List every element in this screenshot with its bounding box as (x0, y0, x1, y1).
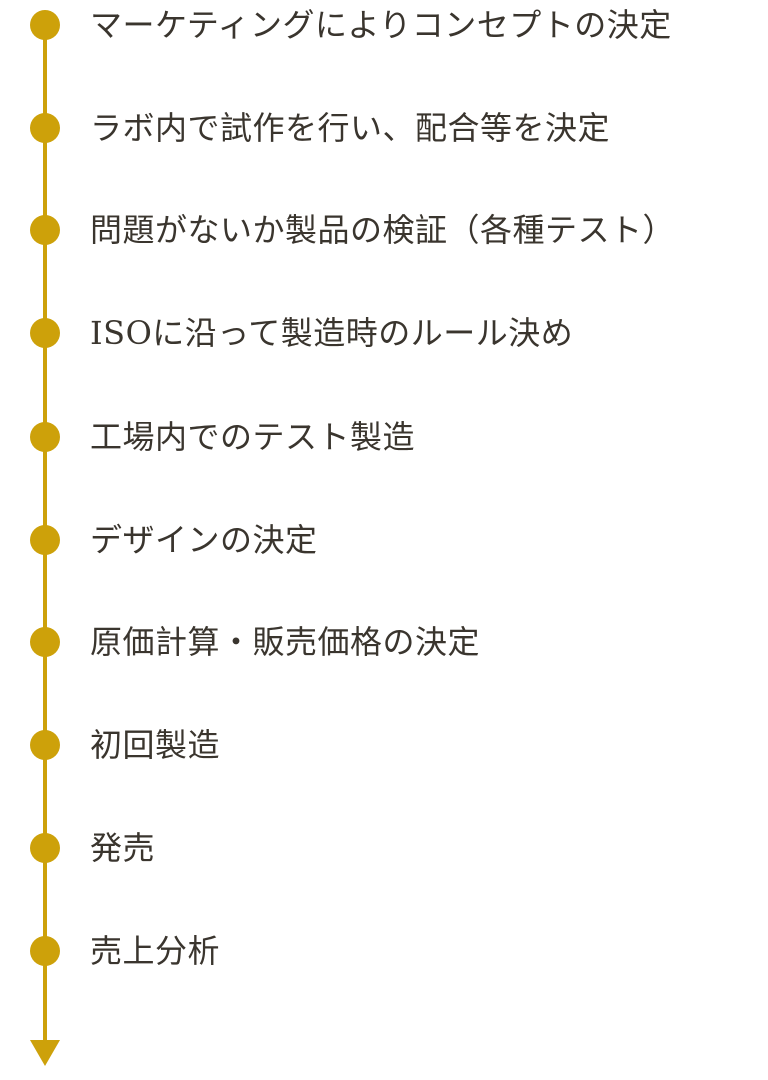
step-dot-icon (30, 318, 60, 348)
step-label: 原価計算・販売価格の決定 (90, 623, 481, 661)
step-label: 発売 (90, 829, 156, 867)
step-label: 初回製造 (90, 726, 221, 764)
step-label: ラボ内で試作を行い、配合等を決定 (90, 109, 611, 147)
step-dot-icon (30, 10, 60, 40)
step-dot-icon (30, 833, 60, 863)
step-dot-icon (30, 215, 60, 245)
step-label: 工場内でのテスト製造 (90, 418, 416, 456)
step-dot-icon (30, 422, 60, 452)
step-label: 売上分析 (90, 932, 221, 970)
step-label: マーケティングによりコンセプトの決定 (90, 6, 672, 44)
step-dot-icon (30, 525, 60, 555)
step-label: デザインの決定 (90, 521, 318, 559)
step-dot-icon (30, 730, 60, 760)
step-dot-icon (30, 627, 60, 657)
step-label: ISOに沿って製造時のルール決め (90, 314, 574, 352)
step-dot-icon (30, 113, 60, 143)
step-dot-icon (30, 936, 60, 966)
arrow-down-icon (30, 1040, 60, 1066)
step-label: 問題がないか製品の検証（各種テスト） (90, 211, 676, 249)
